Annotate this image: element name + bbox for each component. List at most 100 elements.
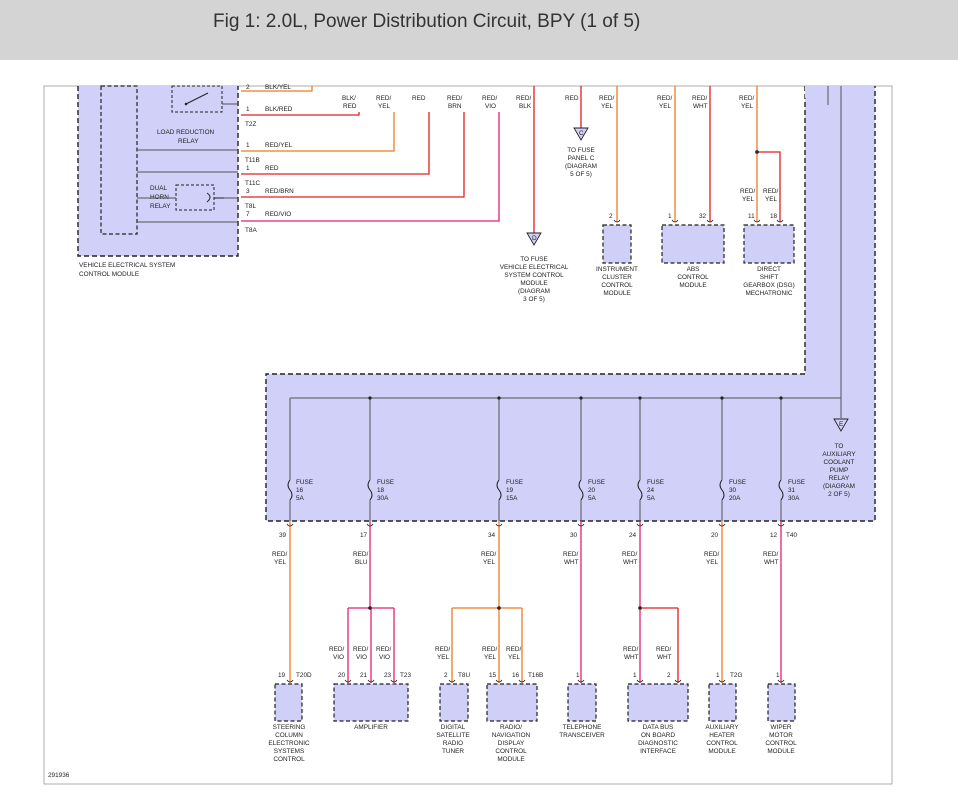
vesc-row-2-wire: BLK/RED — [265, 106, 293, 113]
fuse-connector: T40 — [786, 532, 797, 539]
aux-conn: T2G — [730, 672, 742, 679]
steering-label-3: ELECTRONIC — [268, 740, 310, 747]
horn-relay-label-1: DUAL — [150, 185, 167, 192]
radio-label-4: CONTROL — [495, 748, 527, 755]
dsg-split-1-b: YEL — [742, 196, 755, 203]
ref-d: D TO FUSE VEHICLE ELECTRICAL SYSTEM CONT… — [500, 232, 569, 303]
tel-box — [567, 683, 597, 722]
fuse-16-name: FUSE — [296, 479, 313, 486]
fuse-out-7-w2: WHT — [764, 559, 779, 566]
top-wire-8-b: YEL — [601, 103, 614, 110]
sat-conn: T8U — [458, 672, 470, 679]
top-wire-10-a: RED/ — [692, 95, 707, 102]
dsg-label-1: DIRECT — [757, 266, 781, 273]
fuse-20-amps: 5A — [588, 495, 597, 502]
fuse-31-amps: 30A — [788, 495, 800, 502]
dsg-label-4: MECHATRONIC — [745, 290, 792, 297]
fuse-20-name: FUSE — [588, 479, 605, 486]
fuse-16-amps: 5A — [296, 495, 305, 502]
radio-splice — [497, 606, 501, 610]
fuse-out-2-w2: BLU — [355, 559, 368, 566]
top-wire-1-b: RED — [343, 103, 357, 110]
top-wire-3-a: RED — [412, 95, 426, 102]
ref-e-line-2: AUXILIARY — [822, 451, 856, 458]
radio-label-2: NAVIGATION — [492, 732, 531, 739]
relay-contact-pivot — [184, 102, 188, 106]
wire-red — [241, 112, 430, 175]
fuse-19-amps: 15A — [506, 495, 518, 502]
amp-splice — [368, 606, 372, 610]
radio-pin-2: 16 — [512, 672, 520, 679]
dsg-label-3: GEARBOX (DSG) — [743, 282, 795, 289]
dbus-wire-2-a: RED/ — [656, 646, 671, 653]
cluster-box — [602, 224, 632, 264]
radio-wire-1-a: RED/ — [482, 646, 497, 653]
top-wire-1-a: BLK/ — [342, 95, 356, 102]
ref-d-letter: D — [532, 235, 537, 242]
aux-box — [708, 683, 737, 722]
abs-box — [661, 224, 725, 264]
wiper-box — [767, 683, 796, 722]
fuse-out-3-pin: 34 — [488, 532, 496, 539]
steering-column-module: 19 T20D STEERING COLUMN ELECTRONIC SYSTE… — [268, 672, 312, 763]
dsg-split-2-b: YEL — [765, 196, 778, 203]
vesc-row-3-wire: RED/YEL — [265, 142, 293, 149]
amp-wire-3-b: VIO — [379, 654, 390, 661]
fuse-pin-stubs — [286, 523, 785, 527]
fuse-24-name: FUSE — [647, 479, 664, 486]
amp-label-1: AMPLIFIER — [354, 724, 388, 731]
sat-label-2: SATELLITE — [436, 732, 469, 739]
dsg-pin-2: 18 — [770, 213, 778, 220]
abs-label-2: CONTROL — [677, 274, 709, 281]
dbus-pin-2: 2 — [667, 672, 671, 679]
figure-id: 291936 — [48, 772, 70, 779]
lower-pin-stubs — [286, 679, 785, 683]
vesc-row-4-pin: 1 — [246, 165, 250, 172]
fuse-20-node — [579, 396, 583, 400]
data-bus-module: 1 2 DATA BUS ON BOARD DIAGNOSTIC INTERFA… — [627, 672, 689, 755]
fuse-18-amps: 30A — [377, 495, 389, 502]
fuse-31-symbol — [778, 479, 784, 501]
data-bus-splice — [638, 606, 642, 610]
abs-label-3: MODULE — [679, 282, 706, 289]
sat-label-3: RADIO — [443, 740, 463, 747]
wire-blk-red — [241, 112, 360, 116]
fuse-18-name: FUSE — [377, 479, 394, 486]
fuse-24: FUSE 24 5A — [637, 396, 664, 521]
fuse-out-6-w2: YEL — [706, 559, 719, 566]
amp-pin-2: 21 — [360, 672, 368, 679]
vesc-row-6-conn: T8A — [245, 227, 257, 234]
fuse-panel-inner-strip — [805, 86, 838, 98]
fuse-30-symbol — [719, 479, 725, 501]
steering-label-1: STEERING — [273, 724, 306, 731]
dbus-wire-1-b: WHT — [624, 654, 639, 661]
steering-label-2: COLUMN — [275, 732, 303, 739]
amp-pin-1: 20 — [338, 672, 346, 679]
dbus-wire-2-b: WHT — [657, 654, 672, 661]
vesc-row-6-pin: 7 — [246, 211, 250, 218]
sat-label-1: DIGITAL — [441, 724, 466, 731]
ref-d-line-3: SYSTEM CONTROL — [504, 272, 564, 279]
dsg-pin-1: 11 — [748, 213, 755, 220]
aux-label-3: CONTROL — [706, 740, 738, 747]
lower-wire-labels: RED/ VIO RED/ VIO RED/ VIO RED/ YEL RED/… — [329, 646, 672, 661]
amp-wire-3-a: RED/ — [376, 646, 391, 653]
abs-label-1: ABS — [687, 266, 700, 273]
lower-wires — [289, 521, 782, 683]
radio-label-5: MODULE — [497, 756, 524, 763]
telephone-module: 1 TELEPHONE TRANSCEIVER — [559, 672, 605, 739]
fuse-out-5-w2: WHT — [623, 559, 638, 566]
tel-pin: 1 — [576, 672, 580, 679]
fuse-19: FUSE 19 15A — [496, 396, 523, 521]
sat-box — [439, 683, 469, 722]
top-wire-7-a: RED — [565, 95, 579, 102]
ref-c-line-1: TO FUSE — [567, 147, 595, 154]
top-wire-8-a: RED/ — [599, 95, 614, 102]
fuse-out-3-w1: RED/ — [481, 551, 496, 558]
cluster-label-4: MODULE — [603, 290, 630, 297]
dsg-split-1-a: RED/ — [740, 188, 755, 195]
ref-e-line-1: TO — [835, 443, 844, 450]
vesc-row-4-conn: T11C — [245, 180, 261, 187]
fuse-out-1-w1: RED/ — [272, 551, 287, 558]
